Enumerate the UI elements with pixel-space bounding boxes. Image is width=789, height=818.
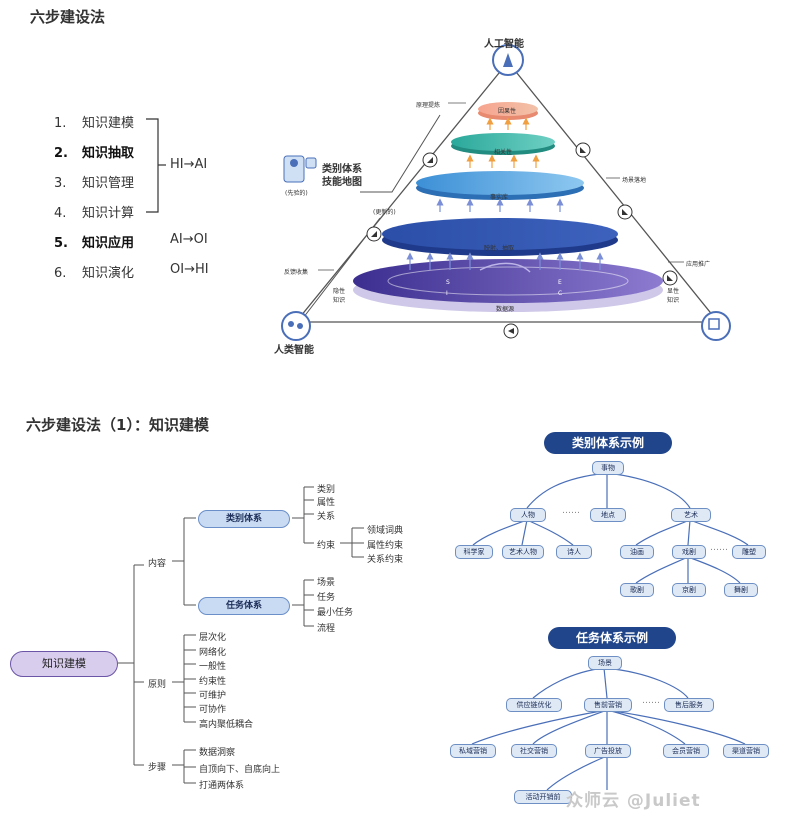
tree-node: 戏剧 xyxy=(672,545,706,559)
step-3: 3.知识管理 xyxy=(54,176,135,191)
seci-c: C xyxy=(558,290,563,297)
explicit-label: 显性知识 xyxy=(667,288,680,304)
tree-node: 油画 xyxy=(620,545,654,559)
category-item: 关系 xyxy=(317,512,336,522)
conversion-oi-hi: OI→HI xyxy=(170,262,209,277)
step-4: 4.知识计算 xyxy=(54,206,135,221)
tacit-label: 隐性知识 xyxy=(333,288,346,304)
section1-title: 六步建设法 xyxy=(30,8,106,26)
watermark: 众师云 @Juliet xyxy=(566,791,701,811)
tree-node: 艺术 xyxy=(671,508,711,522)
tree-node: 事物 xyxy=(592,461,624,475)
branch-principles: 原则 xyxy=(148,680,167,690)
principle-item: 网络化 xyxy=(199,648,227,658)
application-label: 应用推广 xyxy=(686,261,711,268)
step-6: 6.知识演化 xyxy=(54,266,135,281)
ellipsis: …… xyxy=(710,543,728,553)
step-1: 1.知识建模 xyxy=(54,116,135,131)
conversion-ai-oi: AI→OI xyxy=(170,232,208,247)
tree-node: 场景 xyxy=(588,656,622,670)
layer-causal: 因果性 xyxy=(498,108,517,115)
skill-map-label: 技能地图 xyxy=(322,177,362,188)
scenario-label: 场景落地 xyxy=(622,177,647,184)
principle-item: 可维护 xyxy=(199,691,227,701)
layer-mapping: 映射、抽取 xyxy=(484,245,515,252)
principle-item: 一般性 xyxy=(199,662,227,672)
conversion-hi-ai: HI→AI xyxy=(170,157,208,172)
principle-item: 高内聚低耦合 xyxy=(199,720,254,730)
principle-item: 约束性 xyxy=(199,677,227,687)
category-system-label: 类别体系 xyxy=(322,164,362,175)
tree-node: 活动开销前 xyxy=(514,790,572,804)
tree-node: 京剧 xyxy=(672,583,706,597)
tree-node: 艺术人物 xyxy=(502,545,544,559)
constraint-item: 领域词典 xyxy=(367,526,404,536)
seci-i: I xyxy=(446,290,448,297)
tree-node: 会员营销 xyxy=(663,744,709,758)
ellipsis: …… xyxy=(562,506,580,516)
constraint-item: 属性约束 xyxy=(367,541,404,551)
tree-node: 雕塑 xyxy=(732,545,766,559)
layer-fact: 事实库 xyxy=(490,194,509,201)
tree-node: 舞剧 xyxy=(724,583,758,597)
tree-node: 供应链优化 xyxy=(506,698,562,712)
tree-node: 售前营销 xyxy=(584,698,632,712)
principle-label: 原理提炼 xyxy=(416,102,441,109)
layer-data: 数据源 xyxy=(496,306,515,313)
tree-node: 私域营销 xyxy=(450,744,496,758)
feedback-label: 反馈收集 xyxy=(284,269,309,276)
tree-node: 社交营销 xyxy=(511,744,557,758)
category-item: 约束 xyxy=(317,541,336,551)
ellipsis: …… xyxy=(642,696,660,706)
category-system-node: 类别体系 xyxy=(198,510,290,528)
tree-node: 歌剧 xyxy=(620,583,654,597)
layer-correlation: 相关性 xyxy=(494,149,513,156)
tree-node: 售后服务 xyxy=(664,698,714,712)
tree-node: 地点 xyxy=(590,508,626,522)
updated-label: (更新的) xyxy=(373,209,396,216)
bottom-left-label: 人类智能 xyxy=(274,345,314,356)
example2-title: 任务体系示例 xyxy=(548,627,676,649)
seci-s: S xyxy=(446,279,450,286)
tree-node: 广告投放 xyxy=(585,744,631,758)
task-item: 最小任务 xyxy=(317,608,354,618)
section2-title: 六步建设法（1）：知识建模 xyxy=(26,416,209,434)
step-item: 打通两体系 xyxy=(199,781,245,791)
seci-e: E xyxy=(558,279,562,286)
branch-steps: 步骤 xyxy=(148,763,167,773)
step-2: 2.知识抽取 xyxy=(54,146,135,161)
category-item: 属性 xyxy=(317,498,336,508)
tree-node: 渠道营销 xyxy=(723,744,769,758)
step-item: 数据洞察 xyxy=(199,748,236,758)
task-item: 流程 xyxy=(317,624,336,634)
tree-node: 诗人 xyxy=(556,545,592,559)
constraint-item: 关系约束 xyxy=(367,555,404,565)
prior-label: (先验的) xyxy=(285,190,308,197)
task-item: 场景 xyxy=(317,578,336,588)
example1-title: 类别体系示例 xyxy=(544,432,672,454)
apex-label: 人工智能 xyxy=(484,39,524,50)
tree-node: 人物 xyxy=(510,508,546,522)
tree-node: 科学家 xyxy=(455,545,493,559)
branch-content: 内容 xyxy=(148,559,167,569)
category-item: 类别 xyxy=(317,485,336,495)
task-item: 任务 xyxy=(317,593,336,603)
principle-item: 层次化 xyxy=(199,633,227,643)
task-system-node: 任务体系 xyxy=(198,597,290,615)
root-node: 知识建模 xyxy=(10,651,118,677)
step-5: 5.知识应用 xyxy=(54,236,135,251)
step-item: 自顶向下、自底向上 xyxy=(199,765,281,775)
principle-item: 可协作 xyxy=(199,705,227,715)
